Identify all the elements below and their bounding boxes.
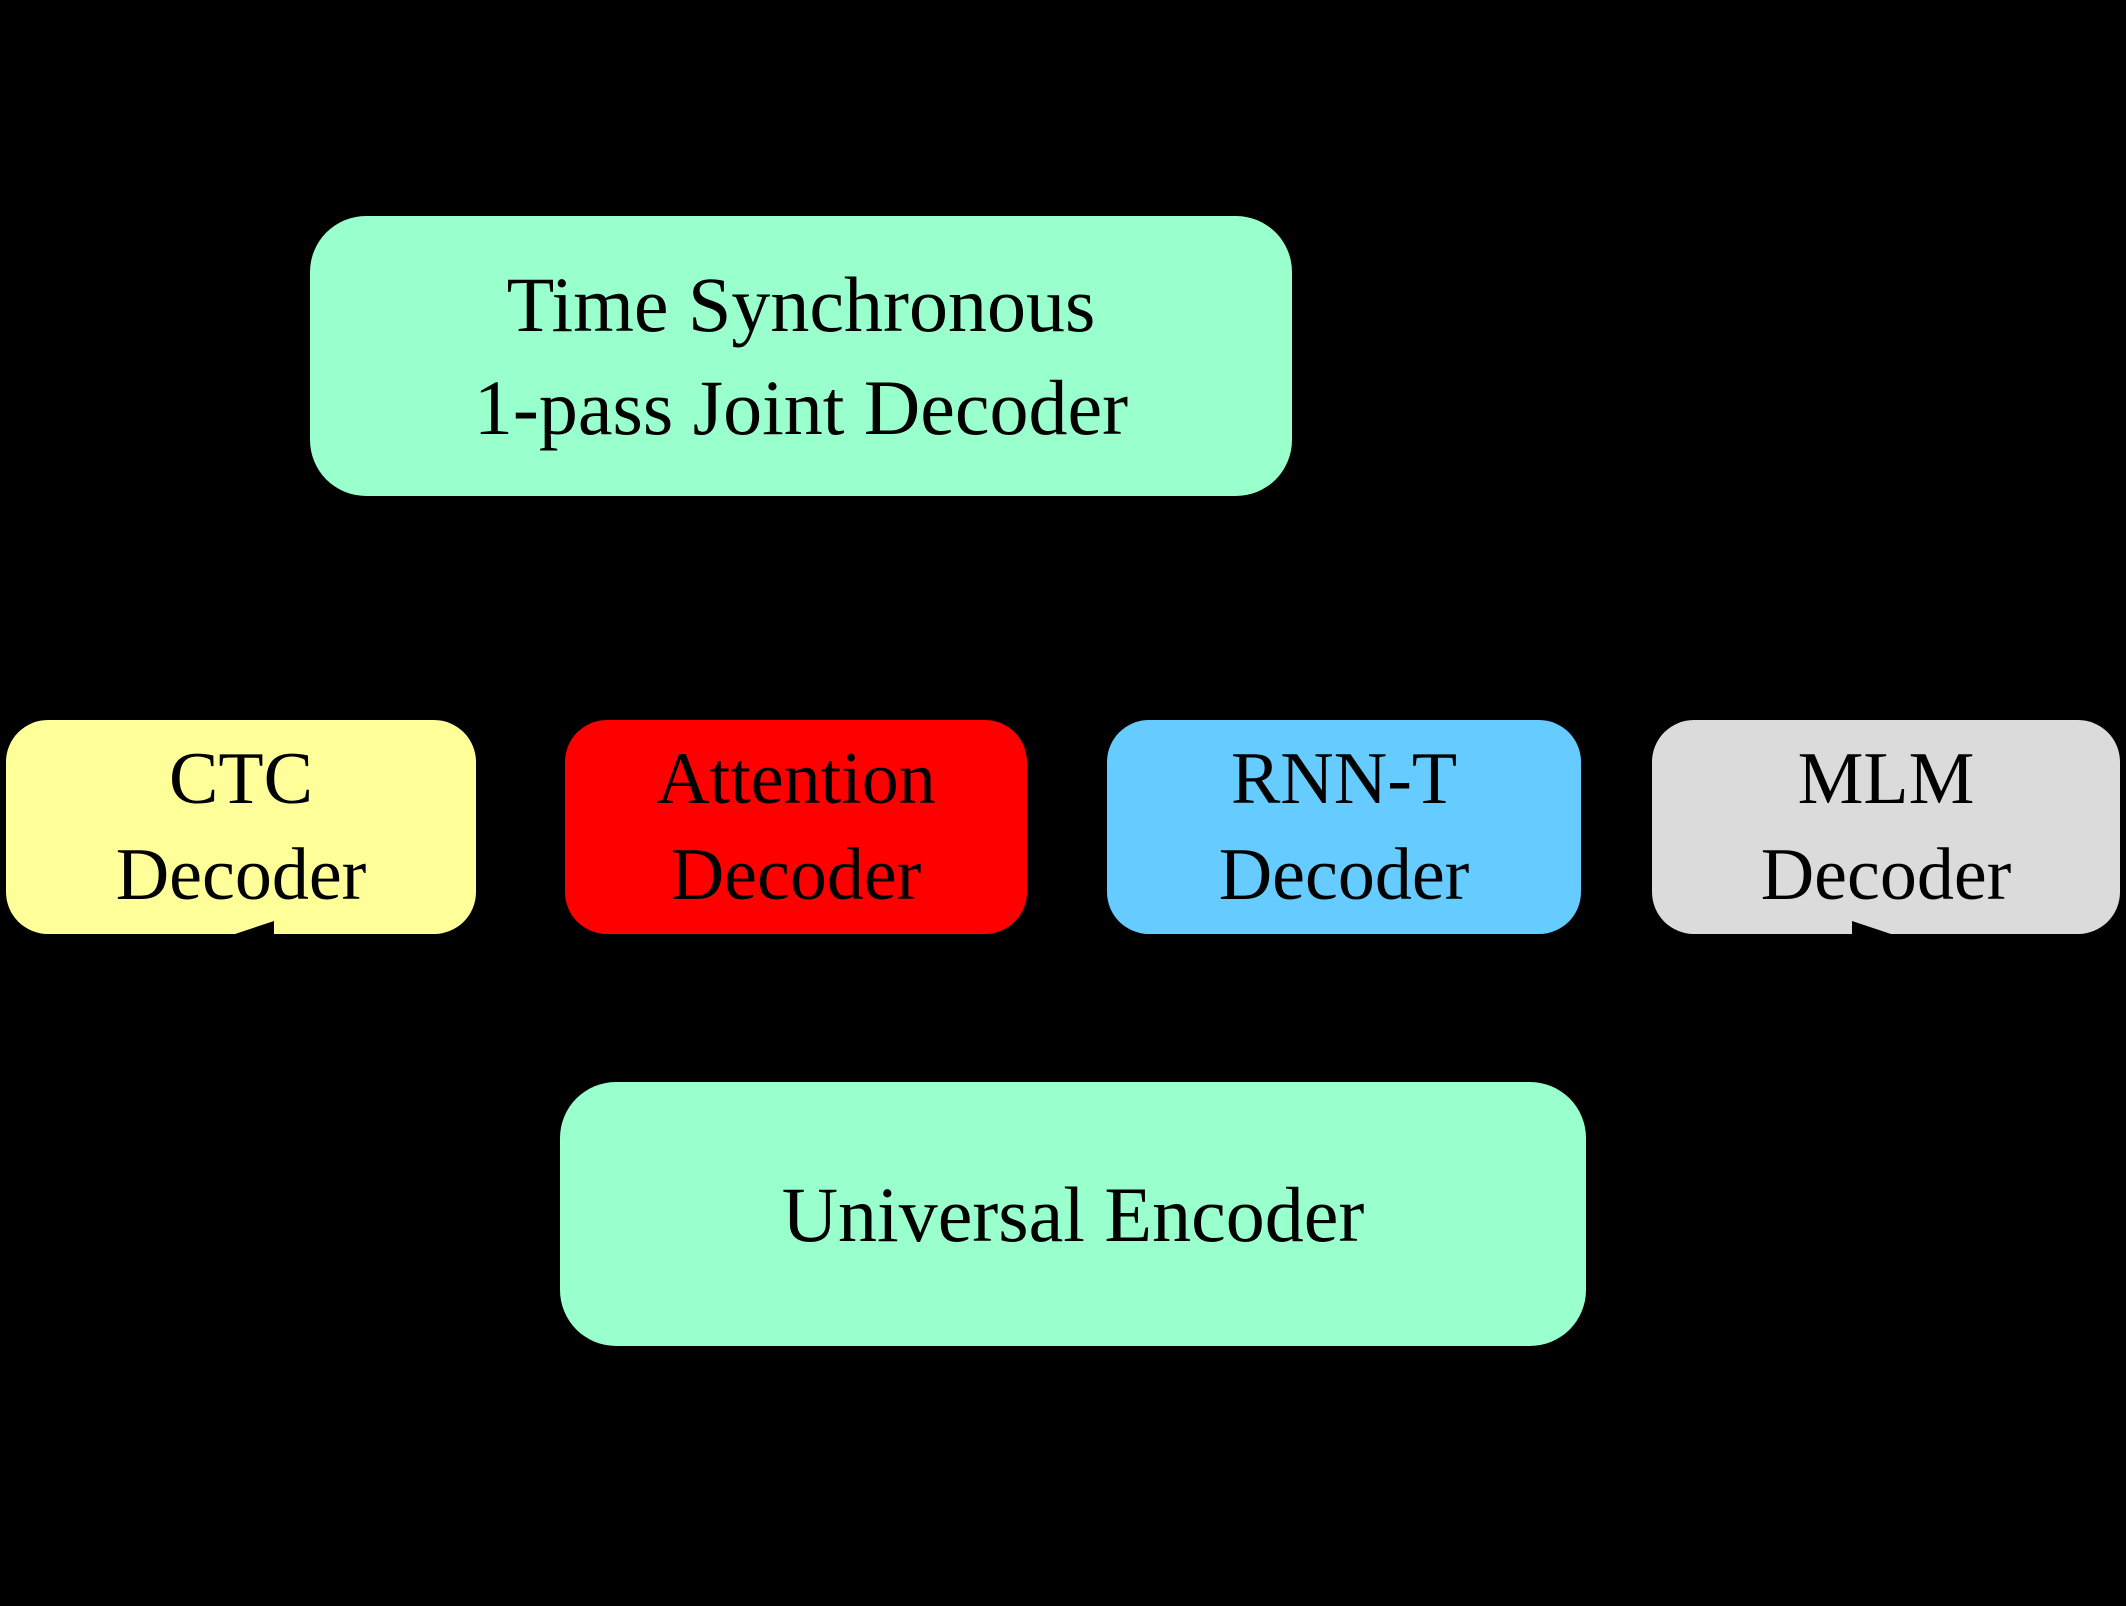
node-joint-decoder: Time Synchronous 1-pass Joint Decoder (310, 216, 1292, 496)
ctc-decoder-label-line2: Decoder (115, 834, 367, 916)
joint-decoder-label-line1: Time Synchronous (506, 261, 1096, 348)
rnnt-decoder-label-line2: Decoder (1218, 834, 1470, 916)
attention-decoder-label-line2: Decoder (670, 834, 922, 916)
rnnt-decoder-label-line1: RNN-T (1230, 738, 1458, 820)
joint-decoder-label-line2: 1-pass Joint Decoder (473, 364, 1129, 451)
mlm-decoder-label-line1: MLM (1797, 738, 1975, 820)
node-rnnt-decoder: RNN-T Decoder (1107, 720, 1581, 934)
node-mlm-decoder: MLM Decoder (1652, 720, 2120, 934)
ctc-decoder-label-line1: CTC (169, 738, 313, 820)
attention-decoder-label-line1: Attention (656, 738, 936, 820)
universal-encoder-label-line1: Universal Encoder (781, 1170, 1365, 1258)
node-ctc-decoder: CTC Decoder (6, 720, 476, 934)
node-universal-encoder: Universal Encoder (560, 1082, 1586, 1346)
node-attention-decoder: Attention Decoder (565, 720, 1027, 934)
mlm-decoder-label-line2: Decoder (1760, 834, 2012, 916)
